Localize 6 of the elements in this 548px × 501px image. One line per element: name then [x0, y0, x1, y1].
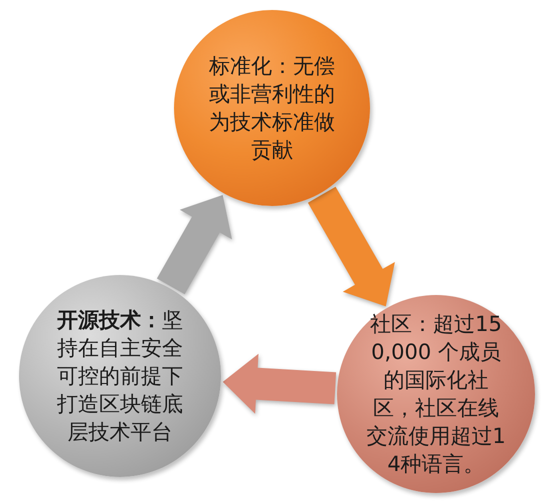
- block-arrow: [222, 354, 336, 414]
- node-text: 社区：超过150,000 个成员的国际化社区，社区在线交流使用超过14种语言。: [366, 311, 506, 478]
- node-text: 标准化：无偿或非营利性的为技术标准做贡献: [208, 53, 336, 164]
- node-text: 开源技术：坚持在自主安全可控的前提下打造区块链底层技术平台: [56, 307, 184, 446]
- block-arrow: [156, 195, 232, 294]
- block-arrow: [308, 186, 395, 306]
